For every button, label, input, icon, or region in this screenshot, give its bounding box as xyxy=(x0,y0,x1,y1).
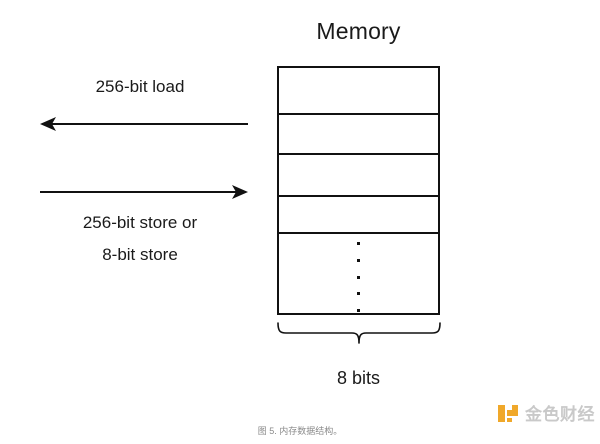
store-label-line1: 256-bit store or xyxy=(82,213,198,232)
store-label-line2: 8-bit store xyxy=(102,245,178,264)
logo-icon xyxy=(498,404,518,422)
memory-row-divider xyxy=(279,153,438,155)
memory-block xyxy=(277,66,440,315)
load-label: 256-bit load xyxy=(95,77,185,96)
ellipsis-dot xyxy=(357,275,360,279)
watermark-text: 金色财经 xyxy=(525,405,595,424)
ellipsis-dot xyxy=(357,258,360,262)
memory-row-divider xyxy=(279,113,438,115)
width-label: 8 bits xyxy=(336,368,381,388)
watermark: 金色财经 xyxy=(497,400,595,425)
ellipsis-dot xyxy=(357,242,360,245)
memory-row-divider xyxy=(279,195,438,197)
memory-title: Memory xyxy=(316,18,401,44)
ellipsis-dot xyxy=(357,309,360,312)
load-arrow-icon xyxy=(40,117,248,131)
ellipsis-dot xyxy=(357,292,360,296)
vertical-ellipsis xyxy=(279,236,438,316)
memory-row-divider xyxy=(279,232,438,234)
width-brace-icon xyxy=(277,322,441,344)
figure-caption: 图 5. 内存数据结构。 xyxy=(257,426,343,436)
store-arrow-icon xyxy=(40,185,248,199)
